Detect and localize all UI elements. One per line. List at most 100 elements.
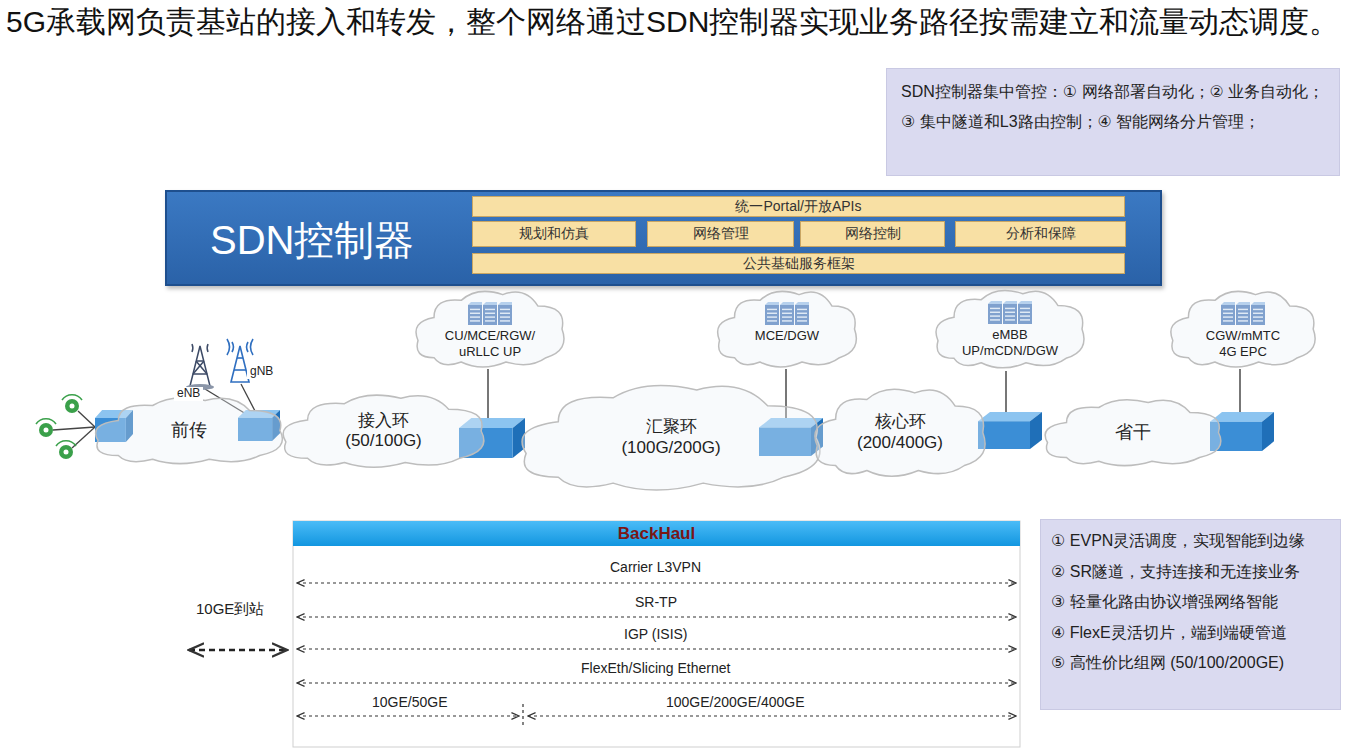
module-box: 网络管理 [647,221,794,247]
span-arrow [528,715,1016,716]
box-text: ② SR隧道，支持连接和无连接业务 [1051,559,1330,585]
cloud-shape [815,389,985,476]
cloud-label: 汇聚环 (100G/200G) [615,417,727,458]
span-arrow [297,616,1016,617]
text-label: 10GE/50GE [369,694,451,710]
antenna-icon [39,423,53,437]
cloud-shape [1171,291,1315,367]
text-label: 100GE/200GE/400GE [663,694,808,710]
cloud-label: 核心环 (200/400G) [850,412,950,453]
network-cloud: 核心环 (200/400G) [808,383,992,482]
box-text: SDN控制器集中管控：① 网络部署自动化；② 业务自动化；③ 集中隧道和L3路由… [901,77,1325,136]
switch-icon [978,412,1042,449]
box-text: ① EVPN灵活调度，实现智能到边缘 [1051,528,1330,554]
text-label: FlexEth/Slicing Ethernet [578,660,733,676]
cloud-label: CGW/mMTC 4G EPC [1199,328,1287,359]
span-arrow [297,682,1016,683]
network-cloud: 汇聚环 (100G/200G) [510,378,832,497]
antenna-icon [44,428,49,433]
tower-bar [196,361,207,374]
tower-bar [234,369,246,371]
module-box: 网络控制 [800,221,945,247]
span-divider [522,704,523,728]
antenna-icon [59,445,73,459]
text-label: gNB [247,365,276,379]
server-cloud: MCE/DGW [712,286,862,372]
controller-band: SDN控制器统一Portal/开放APIs规划和仿真网络管理网络控制分析和保障公… [165,190,1162,286]
antenna-icon [70,404,75,409]
antenna-icon [65,399,79,413]
cloud-shape [936,291,1084,368]
wire [1005,371,1007,414]
cloud-shape [416,291,564,367]
cloud-label: 省干 [1103,422,1163,444]
text-label: SR-TP [632,594,680,610]
feature-list: ① EVPN灵活调度，实现智能到边缘 ② SR隧道，支持连接和无连接业务 ③ 轻量化… [1040,519,1341,710]
tower-frame [190,346,210,386]
span-arrow [297,582,1016,583]
box-text: ④ FlexE灵活切片，端到端硬管道 [1051,620,1330,646]
cloud-shape [718,291,857,367]
server-icons [468,301,1265,325]
wire [53,427,95,430]
radio-wave [36,419,56,424]
cloud-label: 前传 [159,420,219,442]
wire [78,411,95,427]
network-cloud: 前传 [88,393,290,468]
radio-wave [232,342,233,352]
antenna-icon [64,450,69,455]
cloud-shape [1045,400,1221,466]
wire [1239,369,1241,414]
network-cloud: 省干 [1038,395,1228,470]
box-text: ③ 轻量化路由协议增强网络智能 [1051,589,1330,615]
text-label: eNB [174,387,203,401]
box-text: ⑤ 高性价比组网 (50/100/200GE) [1051,650,1330,676]
text-label: 10GE到站 [193,600,267,617]
module-box: 分析和保障 [955,221,1126,247]
radio-wave [191,344,193,352]
radio-wave [247,342,248,352]
tower-bar [193,373,207,375]
span-arrows [297,583,1016,728]
box-text: BackHaul [618,524,695,544]
network-cloud: 接入环 (50/100G) [275,390,492,472]
span-arrow [297,715,519,716]
server-cloud: eMBB UP/mCDN/DGW [930,285,1090,373]
module-box: 统一Portal/开放APIs [472,196,1125,217]
site-link-arrow [189,649,287,651]
backhaul-band: BackHaul [293,521,1020,546]
text-label: Carrier L3VPN [607,559,704,575]
cloud-shape [522,385,820,490]
box-text: 规划和仿真 [519,225,589,243]
cloud-shape [96,398,283,464]
tower-bar [237,357,243,359]
note-box: SDN控制器集中管控：① 网络部署自动化；② 业务自动化；③ 集中隧道和L3路由… [886,68,1340,176]
cloud-label: eMBB UP/mCDN/DGW [960,327,1060,358]
radio-wave [227,339,229,355]
backhaul-frame [293,521,1020,747]
cloud-label: MCE/DGW [732,328,842,344]
cloud-label: 接入环 (50/100G) [339,411,429,452]
span-arrow [297,648,1016,649]
server-cloud: CGW/mMTC 4G EPC [1165,286,1321,372]
cloud-label: CU/MCE/RGW/ uRLLC UP [433,328,548,359]
radio-wave [206,344,208,352]
radio-wave [56,441,76,446]
diagram-title: 5G承载网负责基站的接入和转发，整个网络通过SDN控制器实现业务路径按需建立和流… [6,2,1339,41]
server-cloud: CU/MCE/RGW/ uRLLC UP [410,286,570,372]
box-text: 网络管理 [693,225,749,243]
wire [487,369,489,420]
box-text: 分析和保障 [1006,225,1076,243]
box-text: 网络控制 [845,225,901,243]
antenna-icons [36,395,82,459]
radio-wave [251,339,253,355]
module-box: 公共基础服务框架 [472,253,1125,274]
module-box: 规划和仿真 [472,221,636,247]
enb-tower [186,344,214,390]
text-label: IGP (ISIS) [621,626,691,642]
box-text: 统一Portal/开放APIs [735,198,861,216]
box-text: 公共基础服务框架 [743,255,855,273]
cloud-shape [283,395,484,467]
radio-wave [62,395,82,400]
